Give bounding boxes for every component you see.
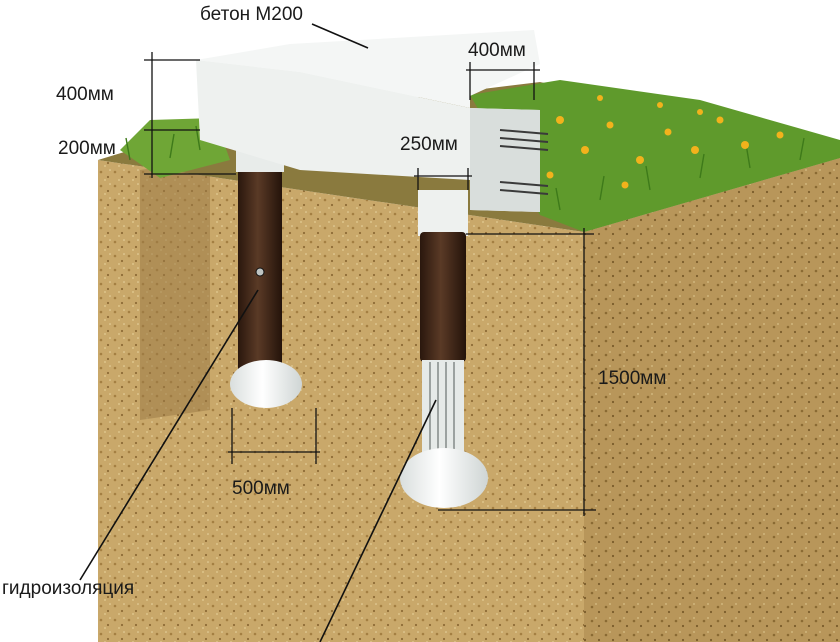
base-diameter-label: 500мм bbox=[232, 478, 290, 499]
left-pile-hole bbox=[255, 267, 265, 277]
right-pile-waterproofed-shaft bbox=[420, 232, 466, 362]
right-pile-rebar-cage bbox=[422, 360, 464, 460]
left-pile-base bbox=[230, 360, 302, 408]
grillage-front-face bbox=[196, 60, 540, 212]
grillage-height-label: 400мм bbox=[56, 84, 114, 105]
grillage-shadow-face bbox=[470, 108, 540, 212]
grillage-width-label: 400мм bbox=[468, 40, 526, 61]
dandelion-flowers bbox=[546, 95, 784, 189]
dimension-lines bbox=[144, 52, 596, 516]
concrete-grade-label: бетон М200 bbox=[200, 4, 303, 25]
waterproofing-label: гидроизоляция bbox=[2, 578, 134, 599]
leader-lines bbox=[79, 23, 437, 642]
pile-diameter-label: 250мм bbox=[400, 134, 458, 155]
protruding-rebar bbox=[499, 129, 549, 195]
rebar-rods bbox=[429, 362, 455, 458]
right-pile-concrete-top bbox=[418, 190, 468, 236]
grillage-top-face bbox=[196, 30, 540, 108]
right-pile-base bbox=[400, 448, 488, 508]
pile-depth-label: 1500мм bbox=[598, 368, 666, 389]
soil-side-face bbox=[584, 158, 840, 642]
right-pile bbox=[400, 190, 488, 508]
concrete-grillage bbox=[196, 30, 549, 212]
plinth-gap-label: 200мм bbox=[58, 138, 116, 159]
trench-cavity bbox=[140, 160, 210, 420]
